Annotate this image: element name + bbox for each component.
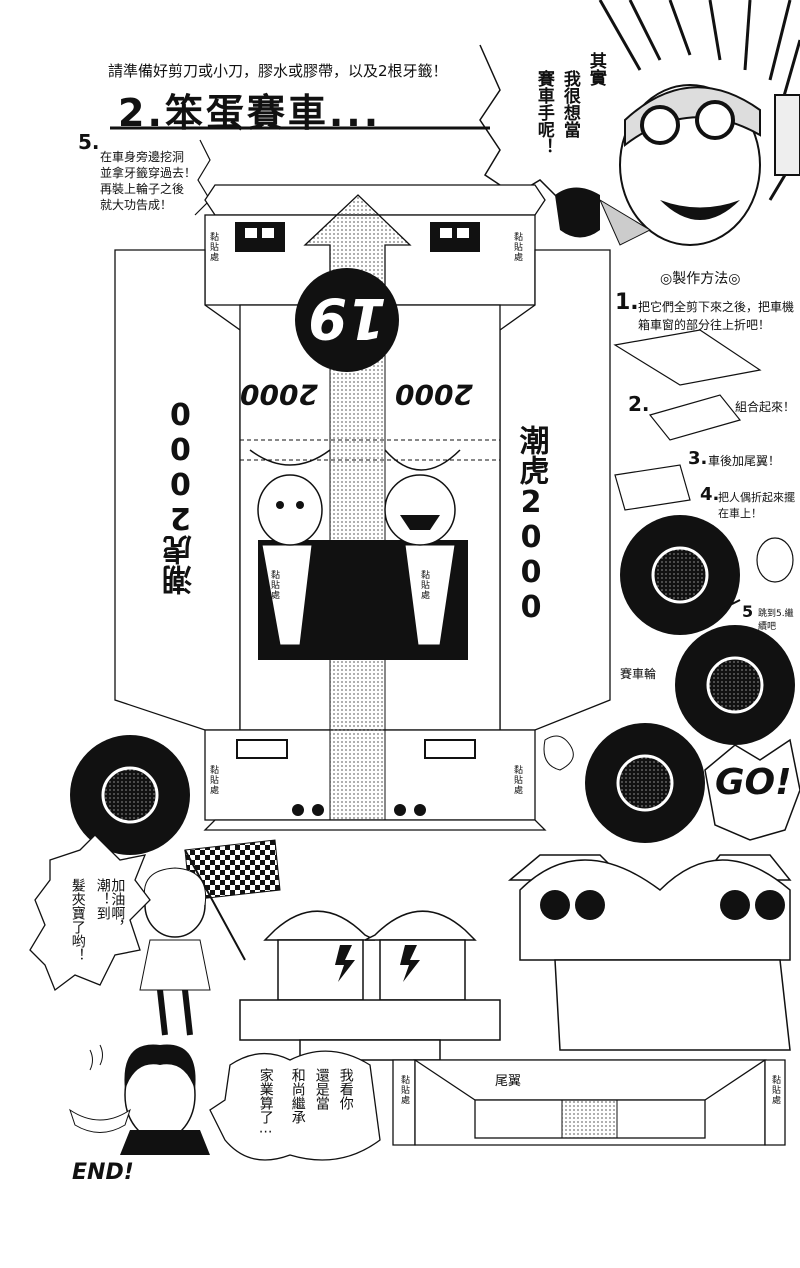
number-circle <box>295 268 399 372</box>
end-label: END! <box>72 1160 134 1185</box>
brand-vertical-left: 潮虎2000 <box>163 395 198 595</box>
monk-figure <box>69 1044 210 1155</box>
speech-text-1: 其實 <box>585 52 606 86</box>
glue-label-5: 黏貼處 <box>208 765 218 795</box>
speech-text-2: 我很想當 <box>559 70 580 138</box>
glue-label-6: 黏貼處 <box>512 765 522 795</box>
instruction-text: 請準備好剪刀或小刀，膠水或膠帶，以及2根牙籤！ <box>108 62 448 80</box>
twin-pilots <box>239 910 501 1061</box>
wheel-label: 賽車輪 <box>620 667 657 681</box>
glue-label-8: 黏貼處 <box>770 1075 780 1105</box>
speed-lines <box>598 0 800 201</box>
step5-number: 5. <box>78 130 100 154</box>
brand-year-left: 2000 <box>240 378 318 411</box>
wheel-set <box>70 515 795 855</box>
car-number: 19 <box>308 285 387 350</box>
spoiler-label: 尾翼 <box>495 1074 522 1089</box>
driver-character-face <box>598 84 800 246</box>
monk-speech-3: 和尚繼承 <box>289 1068 306 1124</box>
method-heading: ◎製作方法◎ <box>660 271 741 287</box>
method-step-5-text: 跳到5.繼續吧 <box>758 609 794 632</box>
go-label: GO! <box>715 762 792 803</box>
step5-line-3: 再裝上輪子之後 <box>100 182 185 196</box>
page-title: 2.笨蛋賽車... <box>118 91 382 135</box>
go-burst <box>704 738 800 841</box>
method-step-1-text: 把它們全剪下來之後，把車機箱車窗的部分往上折吧！ <box>638 300 795 332</box>
step5-line-2: 並拿牙籤穿過去！ <box>100 166 197 180</box>
monk-speech-1: 我看你 <box>337 1068 354 1110</box>
method-step-5-num: 5 <box>742 602 754 621</box>
method-step-1-num: 1. <box>615 290 639 315</box>
step5-line-1: 在車身旁邊挖洞 <box>100 150 185 164</box>
method-step-2-text: 組合起來！ <box>735 400 796 414</box>
method-step-3-num: 3. <box>688 448 708 469</box>
monk-speech-4: 家業算了⋯ <box>257 1068 274 1140</box>
method-step-2-num: 2. <box>628 392 650 416</box>
step5-line-4: 就大功告成！ <box>100 198 173 212</box>
method-sketches <box>613 329 794 583</box>
girl-speech-left: 髮夾寶了哟！ <box>69 878 86 962</box>
method-step-3-text: 車後加尾翼！ <box>708 454 781 468</box>
glue-label-3: 黏貼處 <box>269 570 279 600</box>
monk-speech-bubble <box>209 1050 381 1161</box>
speech-text-3: 賽車手呢！ <box>533 70 554 155</box>
speech-bubble-top <box>479 44 561 201</box>
glue-label-1: 黏貼處 <box>208 232 218 262</box>
method-step-4-num: 4. <box>700 484 720 505</box>
girl-speech-bubble <box>29 834 151 992</box>
girl-speech-right: 加油啊，潮！到 <box>94 878 126 934</box>
glue-label-2: 黏貼處 <box>512 232 522 262</box>
big-twin-figures <box>507 854 792 1051</box>
method-step-4-text: 把人偶折起來擺在車上！ <box>718 491 795 520</box>
monk-speech-2: 還是當 <box>313 1068 330 1110</box>
glue-label-4: 黏貼處 <box>419 570 429 600</box>
brand-year-right: 2000 <box>395 378 473 411</box>
brand-vertical-right: 潮虎2000 <box>513 425 549 625</box>
glue-label-7: 黏貼處 <box>399 1075 409 1105</box>
girl-with-flag <box>139 839 281 1036</box>
